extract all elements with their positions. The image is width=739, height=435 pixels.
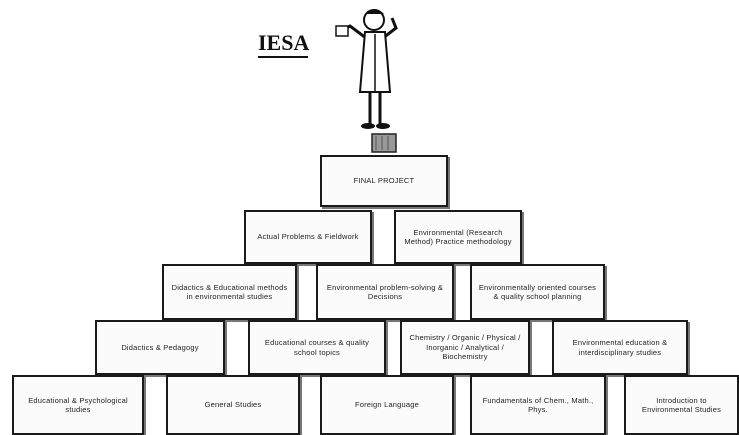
block-row4-1: Didactics & Pedagogy	[95, 320, 225, 375]
block-row4-3: Chemistry / Organic / Physical / Inorgan…	[400, 320, 530, 375]
block-row4-4: Environmental education & interdisciplin…	[552, 320, 688, 375]
block-row5-5: Introduction to Environmental Studies	[624, 375, 739, 435]
scientist-figure	[335, 9, 398, 153]
block-label: Foreign Language	[354, 400, 420, 410]
block-row2-1: Actual Problems & Fieldwork	[244, 210, 372, 264]
block-row3-1: Didactics & Educational methods in envir…	[162, 264, 297, 320]
education-pyramid-diagram: IESA FINAL PROJECT Actual Problems & Fie…	[12, 9, 739, 435]
iesa-logo-text: IESA	[258, 30, 310, 55]
block-label: Educational & Psychological studies	[28, 395, 128, 414]
block-label: Didactics & Educational methods in envir…	[171, 282, 288, 301]
block-row2-2: Environmental (Research Method) Practice…	[394, 210, 522, 264]
block-row5-2: General Studies	[166, 375, 300, 435]
block-label: General Studies	[204, 400, 262, 410]
block-final-project: FINAL PROJECT	[320, 155, 448, 207]
block-row3-2: Environmental problem-solving & Decision…	[316, 264, 454, 320]
block-label: Environmental education & interdisciplin…	[572, 338, 668, 357]
block-label: Environmental problem-solving & Decision…	[326, 282, 444, 301]
block-row3-3: Environmentally oriented courses & quali…	[470, 264, 605, 320]
block-label: FINAL PROJECT	[353, 176, 415, 186]
logo-underline	[258, 56, 308, 58]
block-label: Fundamentals of Chem., Math., Phys.	[482, 395, 594, 414]
block-row5-4: Fundamentals of Chem., Math., Phys.	[470, 375, 606, 435]
block-row4-2: Educational courses & quality school top…	[248, 320, 386, 375]
block-label: Educational courses & quality school top…	[264, 338, 370, 357]
block-row5-3: Foreign Language	[320, 375, 454, 435]
block-label: Chemistry / Organic / Physical / Inorgan…	[409, 333, 521, 362]
block-row5-1: Educational & Psychological studies	[12, 375, 144, 435]
block-label: Environmental (Research Method) Practice…	[404, 227, 512, 246]
block-label: Introduction to Environmental Studies	[641, 395, 722, 414]
block-label: Didactics & Pedagogy	[121, 342, 199, 352]
block-label: Actual Problems & Fieldwork	[257, 232, 359, 242]
block-label: Environmentally oriented courses & quali…	[478, 282, 597, 301]
